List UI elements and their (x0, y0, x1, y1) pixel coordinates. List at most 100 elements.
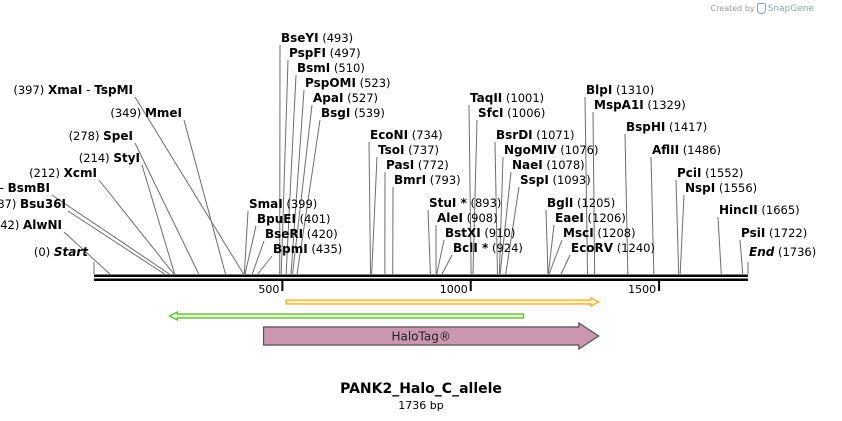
enzyme-label: ApaI (527) (313, 91, 378, 105)
enzyme-label: (42) AlwNI (0, 218, 62, 232)
enzyme-cut-line (98, 179, 175, 275)
enzyme-label: PciI (1552) (677, 166, 743, 180)
ruler-ticks: 500 1000 1500 (258, 281, 661, 296)
enzyme-cut-line (560, 254, 571, 275)
enzyme-cut-line (624, 133, 629, 275)
sequence-backbone (94, 274, 748, 281)
enzyme-label: PspOMI (523) (305, 76, 391, 90)
enzyme-cut-line (494, 141, 498, 275)
enzyme-label: BsrDI (1071) (496, 128, 575, 142)
enzyme-label: SfcI (1006) (478, 106, 545, 120)
enzyme-label: PsiI (1722) (741, 226, 807, 240)
enzyme-label: BspHI (1417) (626, 120, 707, 134)
enzyme-label: AflII (1486) (652, 143, 721, 157)
enzyme-label: (212) XcmI (29, 166, 97, 180)
ruler-tick-label: 1000 (440, 283, 468, 296)
enzyme-label: (214) StyI (79, 151, 140, 165)
enzyme-cut-line (739, 239, 744, 275)
enzyme-label: PasI (772) (386, 158, 449, 172)
enzyme-label: BlpI (1310) (586, 83, 654, 97)
created-by-label: Created by (710, 4, 755, 13)
enzyme-labels: (42) AlwNI (187) Bsu36I (200) Esp3I - BsmB… (0, 31, 816, 259)
backbone-bottom-strand (94, 278, 748, 281)
enzyme-leader-lines (51, 44, 749, 275)
snapgene-logo-icon (756, 3, 766, 14)
feature-label: HaloTag® (391, 330, 450, 344)
enzyme-cut-line (243, 210, 249, 275)
enzyme-cut-line (505, 186, 520, 275)
enzyme-label: BseYI (493) (281, 31, 353, 45)
enzyme-label: EaeI (1206) (555, 211, 626, 225)
sequence-length: 1736 bp (398, 399, 444, 412)
enzyme-cut-line (63, 231, 111, 275)
enzyme-label: HincII (1665) (719, 203, 800, 217)
enzyme-label: TsoI (737) (378, 143, 439, 157)
feature-arrows: HaloTag® (168, 297, 601, 351)
enzyme-label: (278) SpeI (69, 129, 133, 143)
enzyme-cut-line (290, 89, 305, 275)
enzyme-label: PspFI (497) (289, 46, 361, 60)
enzyme-cut-line (499, 171, 512, 275)
enzyme-label: BseRI (420) (265, 227, 338, 241)
enzyme-cut-line (675, 179, 680, 275)
enzyme-cut-line (257, 255, 273, 275)
enzyme-label: AleI (908) (437, 211, 498, 225)
snapgene-brand: SnapGene (767, 3, 814, 14)
enzyme-cut-line (67, 210, 165, 275)
enzyme-cut-line (436, 239, 445, 275)
enzyme-label: BsgI (539) (321, 106, 385, 120)
enzyme-cut-line (427, 209, 431, 275)
enzyme-label: MscI (1208) (563, 226, 636, 240)
enzyme-label: EcoNI (734) (370, 128, 443, 142)
enzyme-label: (200) Esp3I - BsmBI (0, 181, 50, 195)
enzyme-label: EcoRV (1240) (571, 241, 655, 255)
feature-arrow[interactable] (168, 311, 525, 321)
enzyme-cut-line (296, 119, 321, 275)
enzyme-cut-line (251, 240, 265, 275)
enzyme-cut-line (548, 239, 563, 275)
enzyme-cut-line (679, 194, 685, 275)
enzyme-label: BmrI (793) (394, 173, 461, 187)
enzyme-label: (349) MmeI (110, 106, 182, 120)
enzyme-cut-line (51, 194, 170, 275)
enzyme-label: BsmI (510) (297, 61, 365, 75)
ruler-tick-label: 1500 (628, 283, 656, 296)
enzyme-cut-line (368, 141, 372, 275)
enzyme-cut-line (183, 119, 226, 275)
ruler-tick-label: 500 (258, 283, 279, 296)
enzyme-cut-line (285, 74, 297, 275)
enzyme-label: (187) Bsu36I (0, 197, 66, 211)
enzyme-label: TaqII (1001) (470, 91, 544, 105)
enzyme-cut-line (468, 104, 472, 275)
enzyme-label: NaeI (1078) (512, 158, 585, 172)
enzyme-cut-line (545, 209, 549, 275)
enzyme-cut-line (141, 164, 176, 275)
feature-arrow[interactable] (262, 321, 600, 351)
enzyme-label: BglI (1205) (547, 196, 615, 210)
enzyme-cut-line (717, 216, 722, 275)
enzyme-cut-line (371, 156, 378, 275)
enzyme-label: SspI (1093) (520, 173, 591, 187)
enzyme-cut-line (547, 224, 555, 275)
enzyme-label: SmaI (399) (249, 197, 317, 211)
enzyme-cut-line (244, 225, 257, 275)
enzyme-label: (397) XmaI - TspMI (13, 83, 133, 97)
enzyme-label: BpmI (435) (273, 242, 342, 256)
enzyme-label: BstXI (910) (445, 226, 515, 240)
enzyme-label: StuI * (893) (429, 196, 501, 210)
backbone-top-strand (94, 274, 748, 277)
feature-arrow[interactable] (285, 297, 601, 307)
enzyme-label: (0) Start (34, 245, 89, 259)
enzyme-label: NgoMIV (1076) (504, 143, 598, 157)
enzyme-cut-line (441, 254, 453, 275)
created-by-credit: Created by SnapGene (711, 3, 814, 14)
enzyme-cut-line (584, 96, 589, 275)
enzyme-label: BpuEI (401) (257, 212, 331, 226)
sequence-name: PANK2_Halo_C_allele (340, 381, 502, 397)
enzyme-cut-line (472, 119, 478, 275)
enzyme-cut-line (280, 59, 289, 275)
enzyme-label: End (1736) (749, 245, 816, 259)
enzyme-label: BclI * (924) (453, 241, 523, 255)
enzyme-cut-line (650, 156, 655, 275)
